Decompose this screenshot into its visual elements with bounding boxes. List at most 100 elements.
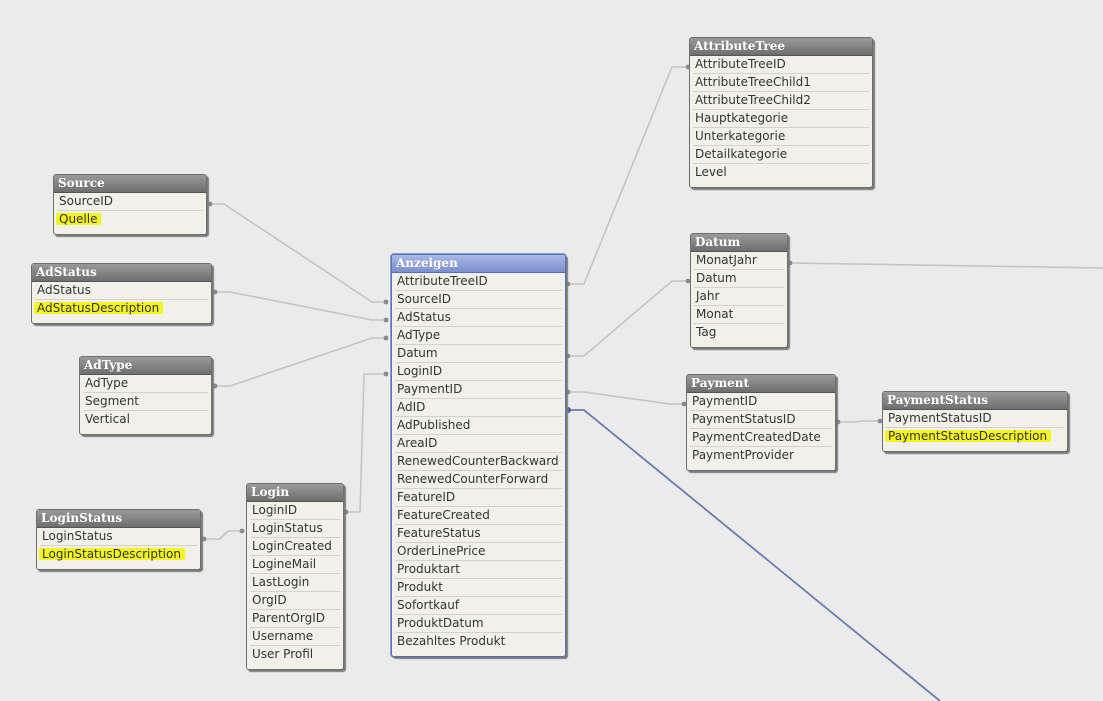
selected-link-adid xyxy=(568,409,941,701)
field-row[interactable]: AdStatusDescription xyxy=(35,300,208,317)
field-row[interactable]: PaymentProvider xyxy=(690,447,832,464)
field-row[interactable]: OrderLinePrice xyxy=(395,543,562,561)
field-row[interactable]: User Profil xyxy=(250,646,340,663)
field-row[interactable]: AttributeTreeID xyxy=(693,56,869,74)
field-row[interactable]: SourceID xyxy=(57,193,203,211)
field-row[interactable]: LoginCreated xyxy=(250,538,340,556)
link-paymentid xyxy=(568,391,684,405)
table-title[interactable]: Source xyxy=(54,175,206,193)
field-row[interactable]: AttributeTreeChild1 xyxy=(693,74,869,92)
table-title[interactable]: Datum xyxy=(691,234,787,252)
field-name: RenewedCounterForward xyxy=(397,472,549,486)
field-row[interactable]: Datum xyxy=(395,345,562,363)
field-row[interactable]: Detailkategorie xyxy=(693,146,869,164)
field-row[interactable]: LoginStatusDescription xyxy=(40,546,197,563)
field-row[interactable]: PaymentStatusDescription xyxy=(886,428,1064,445)
field-row[interactable]: Unterkategorie xyxy=(693,128,869,146)
field-name: ProduktDatum xyxy=(397,616,484,630)
field-name: Level xyxy=(695,165,727,179)
field-row[interactable]: FeatureCreated xyxy=(395,507,562,525)
field-row[interactable]: AdStatus xyxy=(395,309,562,327)
field-row[interactable]: Datum xyxy=(694,270,784,288)
field-row[interactable]: LastLogin xyxy=(250,574,340,592)
field-row[interactable]: AdStatus xyxy=(35,282,208,300)
field-row[interactable]: LogineMail xyxy=(250,556,340,574)
field-row[interactable]: AttributeTreeChild2 xyxy=(693,92,869,110)
field-row[interactable]: MonatJahr xyxy=(694,252,784,270)
field-row[interactable]: ProduktDatum xyxy=(395,615,562,633)
table-title[interactable]: Login xyxy=(247,484,343,502)
field-row[interactable]: PaymentID xyxy=(395,381,562,399)
field-row[interactable]: FeatureID xyxy=(395,489,562,507)
field-row[interactable]: Monat xyxy=(694,306,784,324)
field-name: FeatureCreated xyxy=(397,508,490,522)
field-row[interactable]: SourceID xyxy=(395,291,562,309)
field-row[interactable]: Username xyxy=(250,628,340,646)
field-name: SourceID xyxy=(59,194,113,208)
field-row[interactable]: Quelle xyxy=(57,211,203,228)
field-row[interactable]: LoginID xyxy=(395,363,562,381)
field-row[interactable]: LoginStatus xyxy=(250,520,340,538)
field-row[interactable]: Level xyxy=(693,164,869,181)
field-row[interactable]: Produktart xyxy=(395,561,562,579)
field-name: AdPublished xyxy=(397,418,471,432)
field-name: Quelle xyxy=(59,212,98,226)
field-row[interactable]: AreaID xyxy=(395,435,562,453)
table-title[interactable]: AdStatus xyxy=(32,264,211,282)
table-title[interactable]: Anzeigen xyxy=(392,255,565,273)
field-row[interactable]: AdID xyxy=(395,399,562,417)
field-row[interactable]: Hauptkategorie xyxy=(693,110,869,128)
field-row[interactable]: Vertical xyxy=(83,411,208,428)
field-name: Datum xyxy=(397,346,438,360)
table-source[interactable]: Source SourceID Quelle xyxy=(53,174,207,235)
table-title[interactable]: LoginStatus xyxy=(37,510,200,528)
field-name: Tag xyxy=(696,325,717,339)
field-name: Unterkategorie xyxy=(695,129,786,143)
field-row[interactable]: Segment xyxy=(83,393,208,411)
field-name: AdStatus xyxy=(397,310,451,324)
field-name: AreaID xyxy=(397,436,438,450)
field-row[interactable]: AdPublished xyxy=(395,417,562,435)
table-title[interactable]: Payment xyxy=(687,375,835,393)
table-title[interactable]: AttributeTree xyxy=(690,38,872,56)
field-row[interactable]: Tag xyxy=(694,324,784,341)
field-name: OrderLinePrice xyxy=(397,544,486,558)
field-row[interactable]: ParentOrgID xyxy=(250,610,340,628)
link-sourceid xyxy=(210,203,386,303)
field-name: PaymentID xyxy=(692,394,758,408)
table-title[interactable]: PaymentStatus xyxy=(883,392,1067,410)
field-row[interactable]: Produkt xyxy=(395,579,562,597)
field-row[interactable]: PaymentStatusID xyxy=(690,411,832,429)
field-row[interactable]: PaymentCreatedDate xyxy=(690,429,832,447)
field-row[interactable]: RenewedCounterBackward xyxy=(395,453,562,471)
field-row[interactable]: FeatureStatus xyxy=(395,525,562,543)
field-row[interactable]: LoginStatus xyxy=(40,528,197,546)
field-row[interactable]: Jahr xyxy=(694,288,784,306)
field-row[interactable]: AdType xyxy=(395,327,562,345)
field-row[interactable]: AdType xyxy=(83,375,208,393)
table-title[interactable]: AdType xyxy=(80,357,211,375)
field-row[interactable]: Bezahltes Produkt xyxy=(395,633,562,650)
field-name: Vertical xyxy=(85,412,130,426)
field-row[interactable]: Sofortkauf xyxy=(395,597,562,615)
field-row[interactable]: RenewedCounterForward xyxy=(395,471,562,489)
field-row[interactable]: OrgID xyxy=(250,592,340,610)
field-name: AttributeTreeID xyxy=(695,57,786,71)
field-row[interactable]: PaymentStatusID xyxy=(886,410,1064,428)
field-row[interactable]: LoginID xyxy=(250,502,340,520)
field-name: Jahr xyxy=(696,289,720,303)
field-row[interactable]: PaymentID xyxy=(690,393,832,411)
field-row[interactable]: AttributeTreeID xyxy=(395,273,562,291)
